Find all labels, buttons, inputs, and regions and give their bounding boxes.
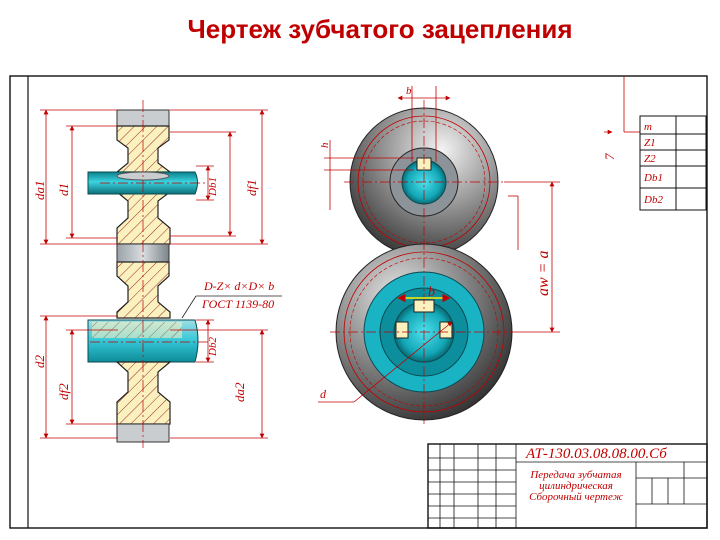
title-block-name-line3: Сборочный чертеж (529, 491, 623, 503)
dim-db1: Db1 (207, 177, 219, 197)
title-block-name-line2: цилиндрическая (539, 480, 613, 492)
upper-gear-section-lower (115, 191, 172, 245)
param-row-label: Z2 (644, 153, 656, 165)
title-block-code: АТ-130.03.08.08.00.Сб (525, 446, 667, 462)
spline-note-line2: ГОСТ 1139-80 (201, 297, 274, 311)
spline-note-line1: D-Z× d×D× b (203, 279, 274, 293)
dim-b-top: b (406, 85, 412, 97)
dim-da1: da1 (32, 181, 47, 201)
upper-gear-section (115, 125, 172, 173)
page-title: Чертеж зубчатого зацепления (187, 14, 573, 44)
lower-gear-section-bottom (115, 361, 172, 425)
dim-b-mid: b (428, 285, 435, 300)
sheet-frame (9, 75, 708, 529)
front-view: b h aw = a b d (318, 85, 560, 424)
param-row-label: Z1 (644, 137, 656, 149)
section-view: da1 d1 Db1 df1 d2 df2 Db2 da2 D-Z× d×D× … (32, 100, 282, 448)
dim-d2: d2 (32, 355, 47, 369)
dim-d: d (320, 387, 327, 401)
dim-h: h (319, 142, 331, 148)
title-block-name-line1: Передача зубчатая (529, 469, 621, 481)
dim-df2: df2 (56, 383, 71, 400)
param-row-label: Db2 (643, 194, 663, 206)
lower-gear-section (116, 261, 171, 319)
param-row-label: m (644, 121, 652, 133)
dim-d1: d1 (56, 183, 71, 196)
spline-hatch (92, 322, 182, 338)
lower-spline-left (395, 321, 409, 339)
dim-df1: df1 (244, 179, 259, 196)
dim-da2: da2 (232, 382, 247, 402)
param-row-label: Db1 (643, 172, 663, 184)
dim-db2: Db2 (207, 337, 219, 357)
table-leader-number: 7 (602, 153, 617, 160)
title-block: АТ-130.03.08.08.00.Сб Передача зубчатая … (427, 443, 708, 529)
dim-center-distance: aw = a (535, 251, 552, 296)
